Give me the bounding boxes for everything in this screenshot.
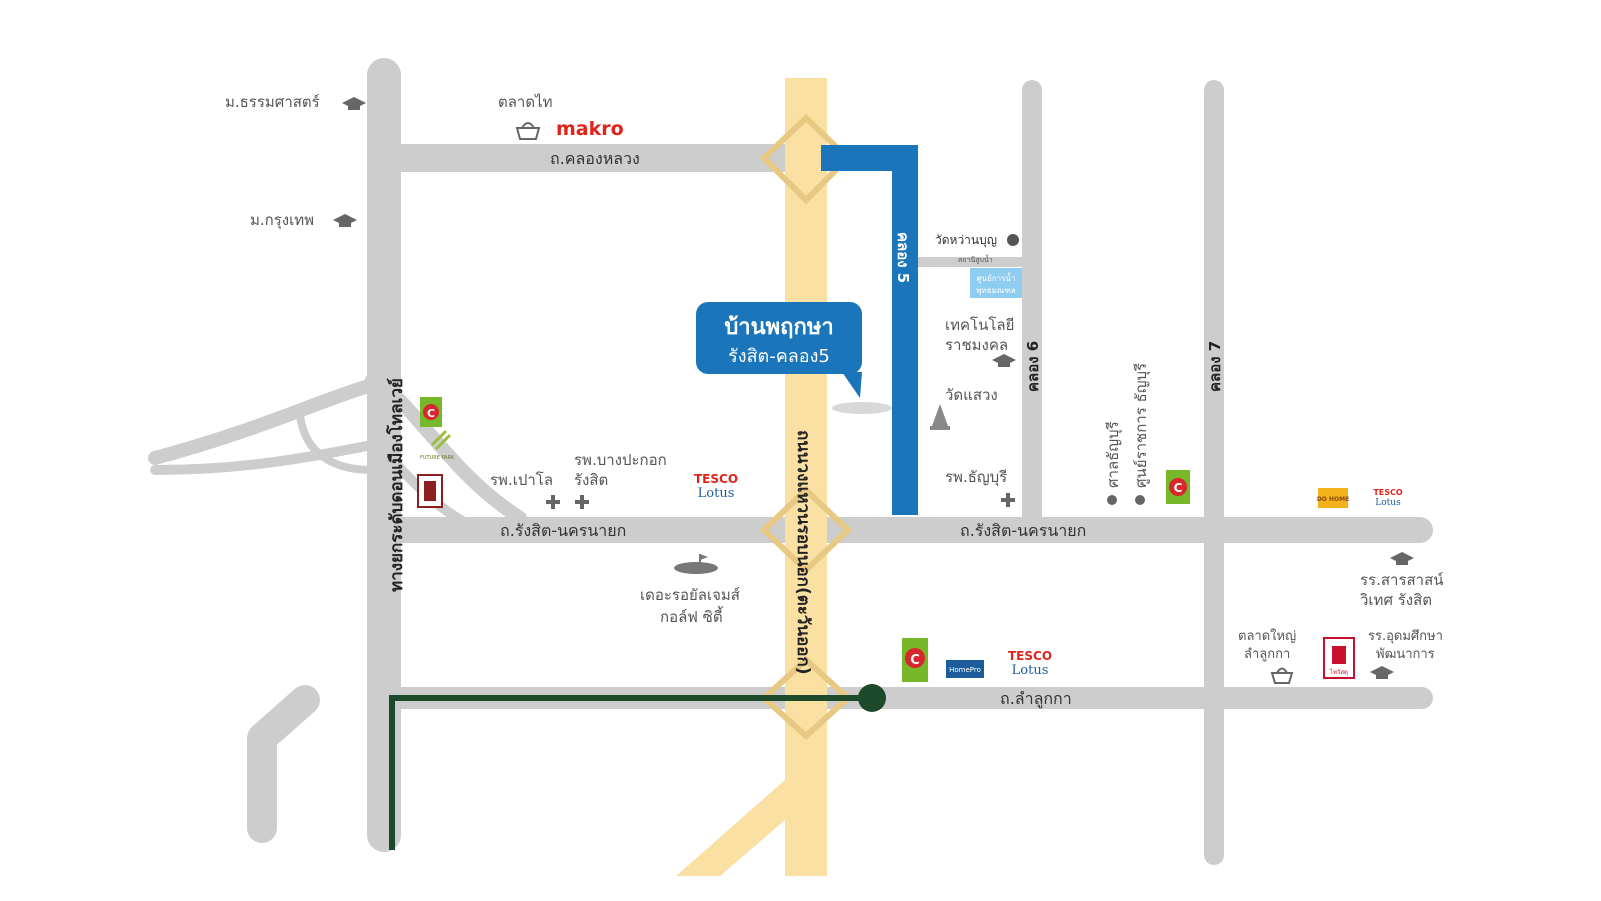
place-udom-line-2: พัฒนาการ bbox=[1376, 647, 1435, 662]
road-network bbox=[247, 58, 1433, 865]
bigc-logo: C bbox=[1166, 470, 1190, 504]
gov-center-dot-icon bbox=[1135, 495, 1145, 505]
place-udom-line-1: รร.อุดมศึกษา bbox=[1368, 629, 1443, 644]
project-subtitle: รังสิต-คลอง5 bbox=[728, 346, 830, 367]
svg-text:ไทวัสดุ: ไทวัสดุ bbox=[1329, 668, 1348, 676]
svg-text:TESCO: TESCO bbox=[1373, 488, 1403, 497]
basket-icon bbox=[515, 122, 541, 140]
water-plant-line-1: ศูนย์การน้ำ bbox=[977, 272, 1016, 284]
road-label-klong6: คลอง 6 bbox=[1024, 341, 1042, 392]
place-gov-center: ศูนย์ราชการ ธัญบุรี bbox=[1132, 363, 1151, 488]
temple-dot-icon bbox=[1007, 234, 1019, 246]
place-talad-yai-line-1: ตลาดใหญ่ bbox=[1238, 628, 1296, 644]
graduation-cap-icon bbox=[333, 214, 357, 227]
blue-route bbox=[821, 145, 918, 515]
bigc-logo: C bbox=[902, 638, 928, 682]
outer-ring-road bbox=[676, 78, 853, 876]
road-label-klong-luang: ถ.คลองหลวง bbox=[550, 149, 640, 168]
place-rmutt-line-2: ราชมงคล bbox=[945, 336, 1008, 354]
project-name: บ้านพฤกษา bbox=[724, 315, 833, 340]
road-label-expressway: ทางยกระดับดอนเมืองโทลเวย์ bbox=[386, 378, 407, 592]
makro-logo: makro bbox=[556, 118, 624, 140]
road-label-rangsit-west: ถ.รังสิต-นครนายก bbox=[500, 521, 626, 540]
bigc-logo: C bbox=[420, 397, 442, 427]
graduation-cap-icon bbox=[1390, 552, 1414, 565]
svg-text:DO HOME: DO HOME bbox=[1317, 496, 1349, 503]
green-route-marker bbox=[858, 684, 886, 712]
road-label-klong5: คลอง 5 bbox=[894, 232, 912, 283]
graduation-cap-icon bbox=[1370, 666, 1394, 679]
thaiwatsadu-logo: ไทวัสดุ bbox=[1323, 637, 1355, 679]
graduation-cap-icon bbox=[992, 354, 1016, 367]
temple-icon bbox=[930, 404, 950, 430]
svg-text:C: C bbox=[427, 407, 435, 420]
place-sarasas-line-2: วิเทศ รังสิต bbox=[1359, 591, 1432, 609]
place-bangpakok-line-2: รังสิต bbox=[574, 471, 608, 489]
major-cineplex-logo bbox=[417, 474, 443, 508]
place-royal-golf-line-2: กอล์ฟ ซิตี้ bbox=[660, 606, 724, 626]
place-talad-yai-line-2: ลำลูกกา bbox=[1244, 647, 1290, 662]
road-label-lam-luk-ka: ถ.ลำลูกกา bbox=[1000, 689, 1072, 709]
water-plant-line-2: พุทธมณฑล bbox=[976, 286, 1016, 295]
place-bangkok-university: ม.กรุงเทพ bbox=[250, 211, 314, 230]
basket-icon bbox=[1270, 667, 1294, 684]
interchange-ramps bbox=[148, 373, 527, 530]
project-callout: บ้านพฤกษา รังสิต-คลอง5 bbox=[696, 302, 892, 414]
svg-text:Lotus: Lotus bbox=[1012, 663, 1049, 678]
hospital-cross-icon bbox=[546, 495, 560, 509]
road-label-klong7: คลอง 7 bbox=[1206, 341, 1224, 392]
place-bangpakok-line-1: รพ.บางปะกอก bbox=[574, 451, 667, 469]
place-wat-huan-bun: วัดหว่านบุญ bbox=[935, 233, 997, 248]
svg-text:TESCO: TESCO bbox=[694, 472, 738, 486]
water-plant-sign: ศูนย์การน้ำ พุทธมณฑล bbox=[970, 268, 1022, 298]
svg-text:TESCO: TESCO bbox=[1008, 649, 1052, 663]
place-talad-thai: ตลาดไท bbox=[498, 93, 553, 111]
road-label-rangsit-east: ถ.รังสิต-นครนายก bbox=[960, 521, 1086, 540]
homepro-logo: HomePro bbox=[946, 660, 984, 678]
tesco-lotus-logo: TESCO Lotus bbox=[1008, 649, 1052, 678]
project-location-shadow bbox=[832, 402, 892, 414]
svg-text:C: C bbox=[1174, 481, 1183, 495]
golf-icon bbox=[674, 554, 718, 574]
graduation-cap-icon bbox=[342, 97, 366, 110]
place-rmutt-line-1: เทคโนโลยี bbox=[945, 316, 1014, 334]
place-thammasat: ม.ธรรมศาสตร์ bbox=[225, 93, 320, 111]
place-paolo-hospital: รพ.เปาโล bbox=[490, 471, 553, 489]
tesco-lotus-logo: TESCO Lotus bbox=[1373, 488, 1403, 508]
road-label-outer-ring: ถนนวงแหวนรอบนอก(ตะวันออก) bbox=[793, 430, 813, 675]
place-water-station: สถานีสูบน้ำ bbox=[958, 253, 993, 264]
hospital-cross-icon bbox=[1001, 493, 1015, 507]
hospital-cross-icon bbox=[575, 495, 589, 509]
green-route bbox=[389, 695, 872, 850]
svg-text:C: C bbox=[910, 653, 920, 668]
place-thanyaburi-hospital: รพ.ธัญบุรี bbox=[945, 468, 1007, 487]
place-wat-saeng: วัดแสวง bbox=[945, 386, 998, 404]
dohome-logo: DO HOME bbox=[1317, 488, 1349, 508]
svg-text:Lotus: Lotus bbox=[698, 486, 735, 501]
future-park-logo: FUTURE PARK bbox=[420, 429, 455, 461]
place-royal-golf-line-1: เดอะรอยัลเจมส์ bbox=[640, 586, 740, 604]
place-court-thanyaburi: ศาลธัญบุรี bbox=[1104, 421, 1123, 488]
place-sarasas-line-1: รร.สารสาสน์ bbox=[1360, 571, 1444, 589]
svg-text:Lotus: Lotus bbox=[1375, 498, 1401, 508]
svg-text:FUTURE PARK: FUTURE PARK bbox=[420, 455, 455, 461]
svg-text:HomePro: HomePro bbox=[949, 666, 981, 674]
court-dot-icon bbox=[1107, 495, 1117, 505]
tesco-lotus-logo: TESCO Lotus bbox=[694, 472, 738, 501]
